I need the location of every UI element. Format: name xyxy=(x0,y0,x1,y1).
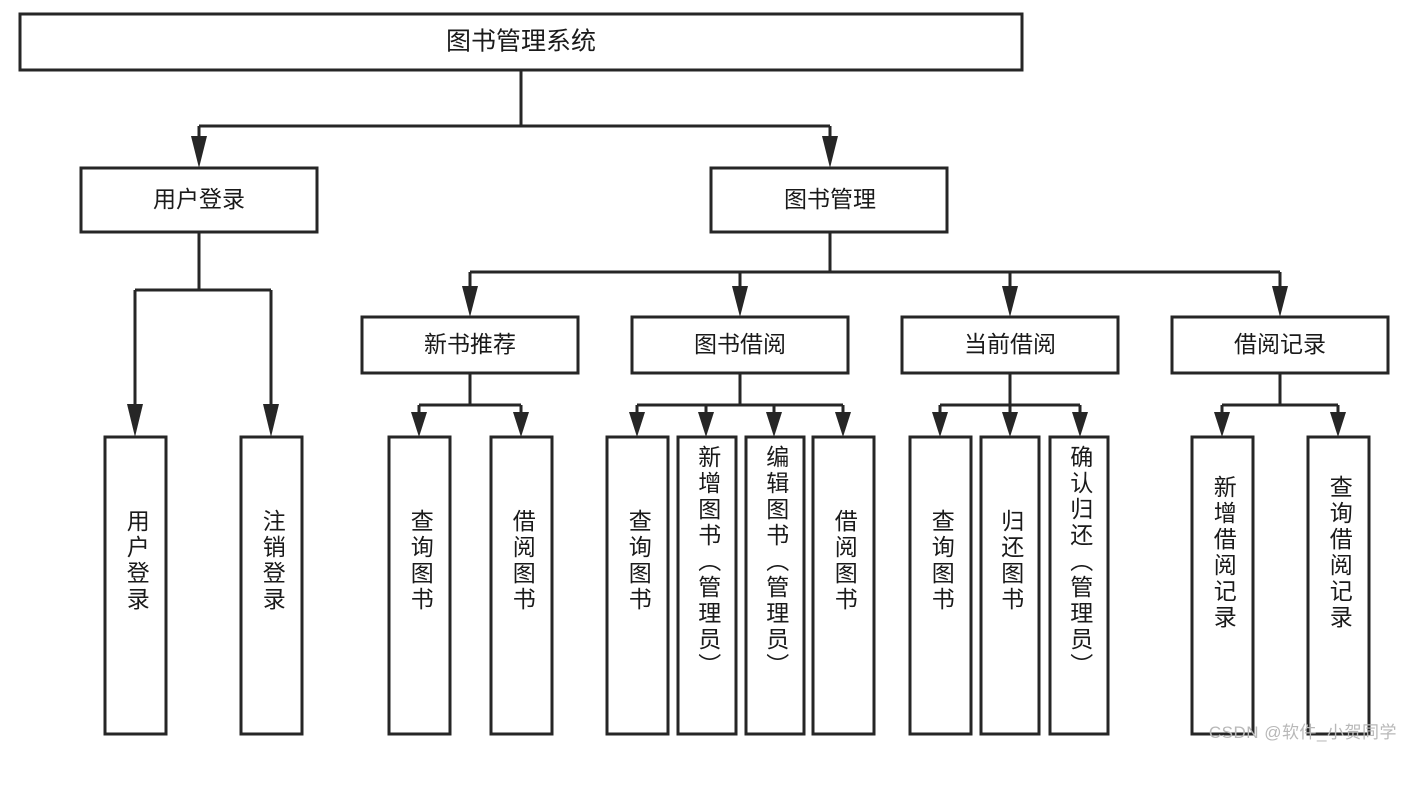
connector-group-user-login xyxy=(127,232,279,437)
node-user-login-box[interactable] xyxy=(79,166,319,234)
connector-group-current-borrow xyxy=(932,373,1088,437)
node-user-login[interactable]: 用户登录 xyxy=(79,166,319,234)
node-book-borrow-box[interactable] xyxy=(630,315,850,375)
arrow-head-confirm-return-admin xyxy=(1072,412,1088,437)
arrow-head-user-login-do xyxy=(127,404,143,437)
node-book-borrow-label: 图书借阅 xyxy=(694,331,786,357)
node-borrow-record[interactable]: 借阅记录 xyxy=(1170,315,1390,375)
diagram-canvas: 图书管理系统 用户登录 图书管理 新书推荐 图书借阅 当前借阅 借阅记录 xyxy=(18,12,1397,742)
node-query-book-1-box[interactable] xyxy=(387,435,452,736)
node-root[interactable]: 图书管理系统 xyxy=(18,12,1024,72)
node-user-login-label: 用户登录 xyxy=(153,186,245,212)
node-user-login-do-box[interactable] xyxy=(103,435,168,736)
arrow-head-add-borrow-record xyxy=(1214,412,1230,437)
arrow-head-query-book-1 xyxy=(411,412,427,437)
node-edit-book-admin-box[interactable] xyxy=(744,435,806,736)
arrow-head-user-login xyxy=(191,136,207,168)
arrow-head-borrow-record xyxy=(1272,286,1288,317)
node-root-label: 图书管理系统 xyxy=(446,28,596,56)
arrow-head-current-borrow xyxy=(1002,286,1018,317)
node-book-borrow[interactable]: 图书借阅 xyxy=(630,315,850,375)
arrow-head-user-logout xyxy=(263,404,279,437)
node-new-book-recommend-label: 新书推荐 xyxy=(424,331,516,357)
node-book-management[interactable]: 图书管理 xyxy=(709,166,949,234)
arrow-head-borrow-book-2 xyxy=(835,412,851,437)
node-add-book-admin-box[interactable] xyxy=(676,435,738,736)
node-current-borrow-box[interactable] xyxy=(900,315,1120,375)
arrow-head-query-book-2 xyxy=(629,412,645,437)
node-query-book-3-box[interactable] xyxy=(908,435,973,736)
node-current-borrow-label: 当前借阅 xyxy=(964,331,1056,357)
connector-group-book-management xyxy=(462,232,1288,317)
connector-group-root xyxy=(191,70,838,168)
node-query-book-2-box[interactable] xyxy=(605,435,670,736)
node-query-borrow-record-box[interactable] xyxy=(1306,435,1371,736)
connector-group-book-borrow xyxy=(629,373,851,437)
node-new-book-recommend-box[interactable] xyxy=(360,315,580,375)
node-book-management-label: 图书管理 xyxy=(784,186,876,212)
node-book-management-box[interactable] xyxy=(709,166,949,234)
node-borrow-book-2-box[interactable] xyxy=(811,435,876,736)
arrow-head-add-book-admin xyxy=(698,412,714,437)
arrow-head-query-book-3 xyxy=(932,412,948,437)
arrow-head-return-book xyxy=(1002,412,1018,437)
node-new-book-recommend[interactable]: 新书推荐 xyxy=(360,315,580,375)
arrow-head-book-borrow xyxy=(732,286,748,317)
connector-group-borrow-record xyxy=(1214,373,1346,437)
node-borrow-record-label: 借阅记录 xyxy=(1234,331,1326,357)
node-borrow-book-1-box[interactable] xyxy=(489,435,554,736)
node-current-borrow[interactable]: 当前借阅 xyxy=(900,315,1120,375)
node-add-borrow-record-box[interactable] xyxy=(1190,435,1255,736)
flowchart-svg: 图书管理系统 用户登录 图书管理 新书推荐 图书借阅 当前借阅 借阅记录 xyxy=(18,12,1390,736)
arrow-head-book-management xyxy=(822,136,838,168)
connector-group-new-book-recommend xyxy=(411,373,529,437)
node-return-book-box[interactable] xyxy=(979,435,1041,736)
arrow-head-borrow-book-1 xyxy=(513,412,529,437)
node-borrow-record-box[interactable] xyxy=(1170,315,1390,375)
arrow-head-edit-book-admin xyxy=(766,412,782,437)
node-root-box[interactable] xyxy=(18,12,1024,72)
arrow-head-query-borrow-record xyxy=(1330,412,1346,437)
csdn-watermark: CSDN @软件_小贺同学 xyxy=(1208,723,1397,742)
arrow-head-new-book-recommend xyxy=(462,286,478,317)
node-user-logout-box[interactable] xyxy=(239,435,304,736)
node-confirm-return-admin-box[interactable] xyxy=(1048,435,1110,736)
